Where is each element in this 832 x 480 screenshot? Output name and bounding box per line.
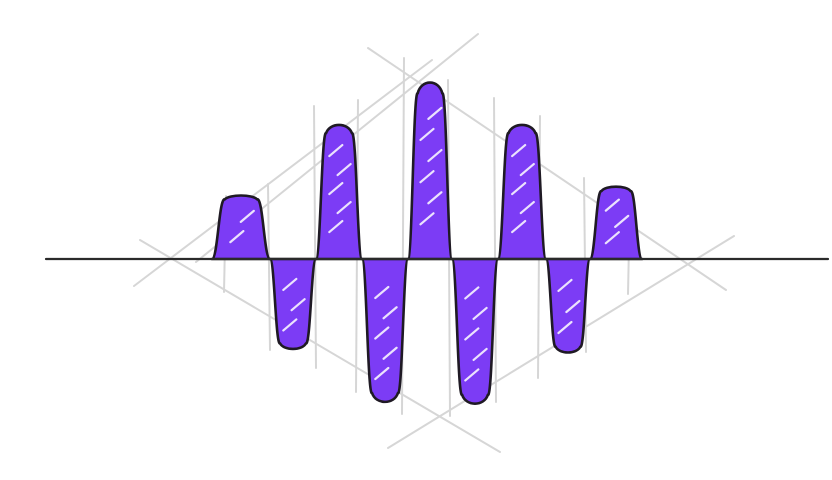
hatch-mark (427, 106, 443, 120)
hatch-mark (427, 191, 443, 205)
hatch-mark (511, 219, 527, 234)
wave-lobe-3-positive (314, 123, 364, 261)
guide-tick-7 (493, 97, 497, 403)
hatch-mark (511, 143, 527, 158)
guide-tick-2 (267, 183, 271, 351)
hatch-mark (419, 212, 435, 226)
wave-lobe-7-positive (496, 123, 548, 261)
hatch-mark (427, 148, 443, 163)
hatch-mark (290, 298, 306, 312)
hatch-mark (382, 306, 398, 320)
hatch-mark (282, 277, 298, 292)
hatch-mark (511, 181, 527, 196)
hatch-mark (328, 143, 344, 158)
guide-lower-left (139, 239, 501, 453)
wave-lobe-2-negative (268, 257, 318, 351)
wave-lobes (210, 81, 644, 405)
hatch-mark (374, 326, 390, 340)
hatch-mark (374, 366, 390, 381)
hatch-mark (419, 170, 435, 184)
hatch-mark (328, 219, 344, 234)
hatch-mark (229, 230, 245, 244)
hatch-mark (464, 286, 480, 300)
hatch-mark (282, 318, 298, 332)
hatch-mark (239, 209, 255, 223)
wave-lobe-5-positive (406, 81, 454, 261)
guide-upper-left (133, 59, 433, 287)
hatch-mark (519, 200, 535, 215)
hatch-mark (565, 299, 581, 314)
hatch-mark (604, 198, 620, 212)
hatch-mark (557, 320, 573, 335)
hatch-mark (374, 285, 390, 300)
guide-tick-3 (313, 105, 317, 369)
wave-lobe-1-positive (210, 194, 272, 261)
wave-lobe-9-positive (588, 185, 644, 261)
hatch-mark (328, 181, 344, 196)
hatch-mark (604, 231, 620, 245)
hatch-mark (614, 214, 630, 228)
hatch-mark (464, 368, 480, 382)
hatch-mark (472, 306, 488, 321)
hatch-mark (382, 346, 398, 360)
hatch-mark (336, 162, 352, 177)
hatch-mark (472, 347, 488, 362)
wave-lobe-8-negative (544, 257, 592, 354)
hatch-mark (557, 278, 573, 293)
hatch-mark (336, 200, 352, 215)
hatch-mark (519, 162, 535, 177)
hatch-mark (464, 327, 480, 341)
hatch-mark (419, 127, 435, 142)
